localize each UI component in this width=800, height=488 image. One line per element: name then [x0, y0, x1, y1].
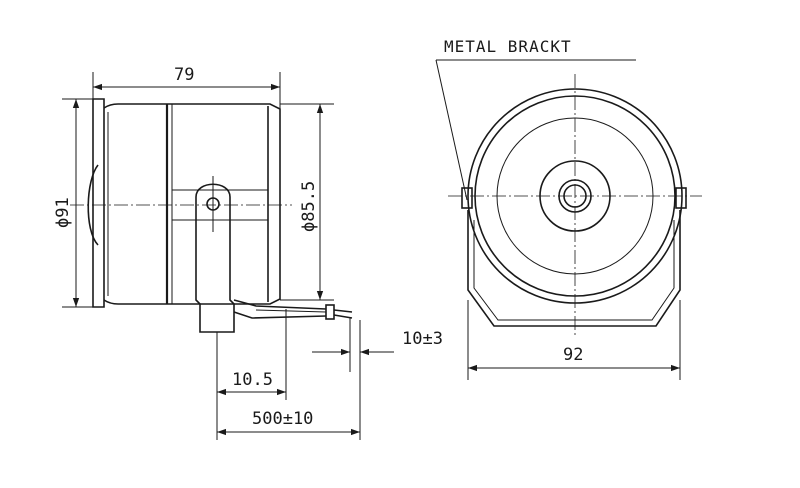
metal-bracket-inner [473, 220, 675, 321]
dim-wire-strip: 10±3 [312, 318, 443, 372]
dim-wire-strip-label: 10±3 [402, 329, 443, 349]
bracket-callout: METAL BRACKT [435, 37, 636, 201]
dim-outer-diameter-label: ϕ91 [53, 197, 73, 228]
dim-offset-label: 10.5 [232, 370, 273, 390]
front-view [448, 74, 702, 336]
housing-body [103, 103, 281, 305]
metal-bracket [467, 210, 681, 327]
dim-cable-length: 500±10 [217, 320, 361, 440]
dim-cable-length-label: 500±10 [252, 409, 313, 429]
dim-length: 79 [92, 65, 281, 109]
dim-length-label: 79 [174, 65, 194, 85]
cable-upper [233, 299, 327, 310]
dim-width: 92 [467, 300, 681, 380]
side-view [70, 98, 353, 333]
cable-sleeve [325, 304, 335, 320]
callout-label: METAL BRACKT [444, 37, 572, 56]
callout-leader [435, 59, 468, 201]
dim-offset: 10.5 [216, 309, 287, 440]
dim-width-label: 92 [563, 345, 583, 365]
dim-inner-diameter: ϕ85.5 [280, 103, 334, 301]
front-flange [92, 98, 105, 308]
dim-outer-diameter: ϕ91 [53, 98, 93, 308]
cable-core [255, 309, 327, 313]
cable-lower [233, 311, 327, 319]
wire-ends [333, 309, 353, 319]
bracket-pivot-left [461, 187, 473, 209]
dim-inner-diameter-label: ϕ85.5 [299, 181, 319, 232]
mounting-post [195, 183, 235, 333]
